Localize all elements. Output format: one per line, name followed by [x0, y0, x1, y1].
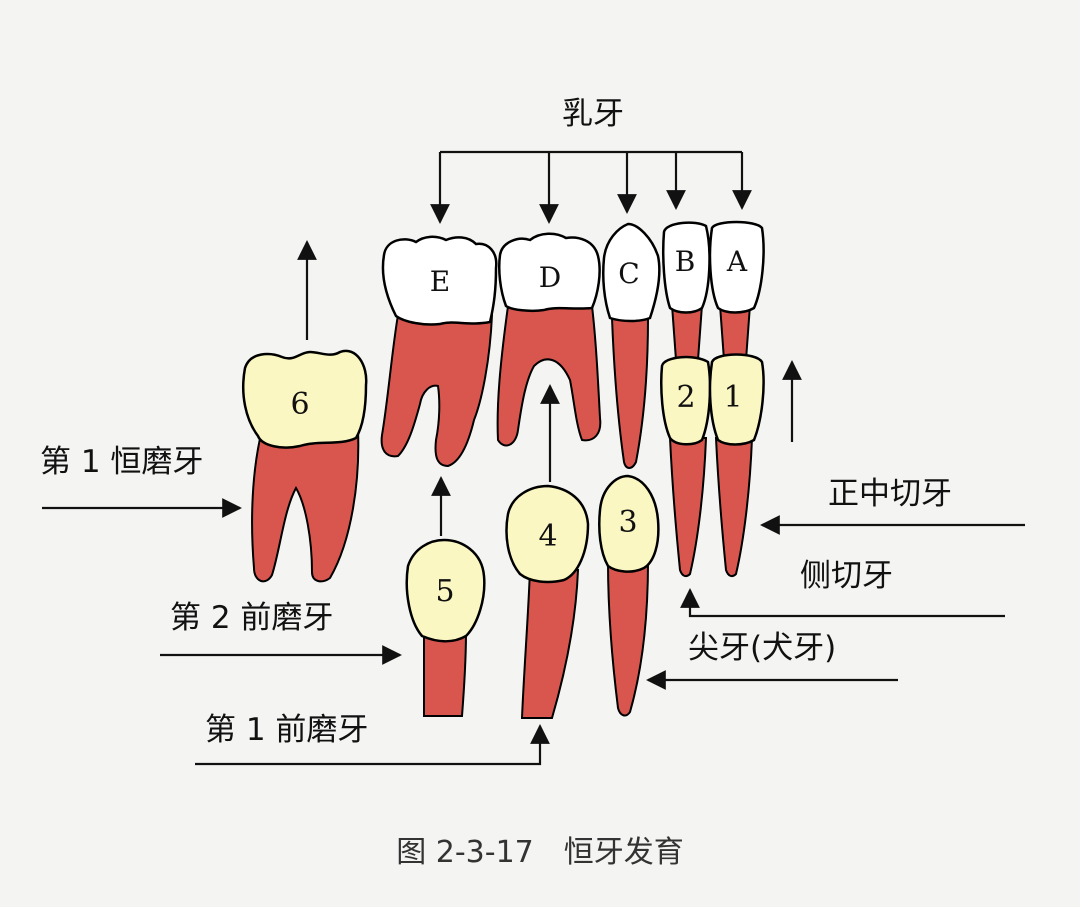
figure-caption: 图 2-3-17 恒牙发育 [396, 835, 684, 870]
label-lateral-incisor: 侧切牙 [800, 558, 893, 594]
permanent-tooth-4: 4 [505, 484, 590, 719]
permanent-crown-1: 1 [708, 353, 765, 446]
tooth-letter-a: A [726, 245, 748, 278]
tooth-number-6: 6 [290, 387, 309, 422]
label-central-incisor: 正中切牙 [828, 476, 952, 512]
tooth-letter-e: E [430, 265, 450, 298]
tooth-number-1: 1 [723, 380, 742, 415]
primary-tooth-b: B [662, 221, 711, 314]
pointer-lateral-incisor [680, 588, 1005, 618]
label-canine: 尖牙(犬牙) [688, 630, 836, 666]
permanent-tooth-6: 6 [241, 349, 368, 583]
primary-tooth-c: C [602, 222, 661, 469]
tooth-number-3: 3 [618, 505, 637, 540]
label-first-molar: 第 1 恒磨牙 [40, 444, 203, 480]
pointer-first-premolar [195, 724, 550, 766]
label-first-premolar: 第 1 前磨牙 [205, 712, 368, 748]
primary-teeth-label: 乳牙 [562, 96, 624, 132]
tooth-letter-b: B [675, 245, 696, 278]
tooth-number-2: 2 [676, 380, 695, 415]
primary-tooth-e: E [380, 235, 498, 468]
tooth-letter-d: D [539, 261, 561, 294]
permanent-crown-2: 2 [660, 355, 712, 446]
primary-tooth-d: D [496, 232, 602, 447]
tooth-number-5: 5 [435, 574, 454, 609]
permanent-tooth-2 [668, 437, 708, 578]
permanent-tooth-5: 5 [405, 538, 486, 717]
primary-tooth-a: A [708, 220, 765, 314]
tooth-letter-c: C [618, 257, 639, 290]
label-second-premolar: 第 2 前磨牙 [170, 600, 333, 636]
tooth-number-4: 4 [538, 519, 557, 554]
permanent-tooth-3: 3 [598, 474, 660, 717]
permanent-tooth-1-root [714, 437, 754, 578]
